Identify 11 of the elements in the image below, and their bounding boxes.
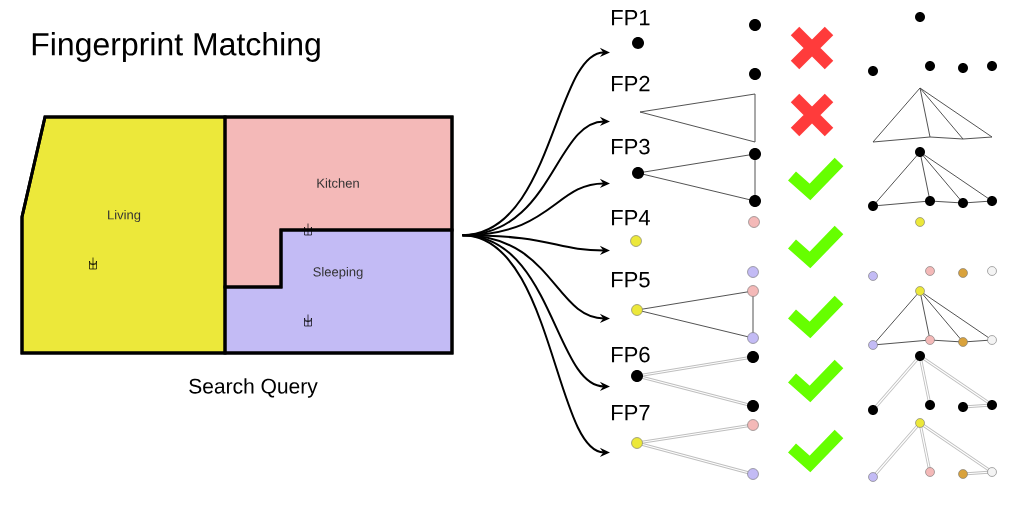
room: Living [20, 115, 227, 355]
fingerprint-label: FP5 [612, 272, 650, 288]
room: Sleeping [223, 228, 454, 355]
fingerprint-label: FP2 [612, 75, 650, 92]
fingerprint-label: FP6 [612, 346, 650, 363]
fingerprint-label: FP3 [612, 138, 650, 155]
fingerprint-label: FP7 [612, 405, 650, 421]
fingerprint-label: FP4 [612, 210, 650, 226]
floor-plan-label: Search Query [189, 378, 318, 398]
fingerprint-label: FP1 [612, 10, 650, 26]
title: Fingerprint Matching [32, 32, 320, 62]
